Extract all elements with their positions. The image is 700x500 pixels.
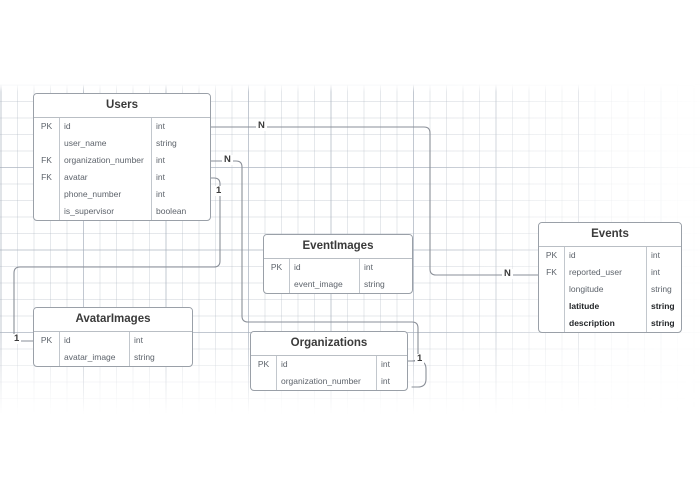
table-row[interactable]: PK id int xyxy=(264,259,412,276)
row-name: avatar_image xyxy=(60,349,130,366)
row-type: int xyxy=(156,155,165,165)
row-key xyxy=(34,349,60,366)
row-type: string xyxy=(651,284,672,294)
row-key xyxy=(539,315,565,332)
cardinality-users-avatar-1: 1 xyxy=(214,185,224,196)
row-key: PK xyxy=(539,247,565,264)
row-type: string xyxy=(364,279,385,289)
entity-title-events: Events xyxy=(539,223,681,247)
entity-table-avatarimages[interactable]: AvatarImages PK id int avatar_image stri… xyxy=(33,307,193,367)
row-key xyxy=(34,203,60,220)
table-row[interactable]: avatar_image string xyxy=(34,349,192,366)
row-key: FK xyxy=(539,264,565,281)
row-name: user_name xyxy=(60,135,152,152)
row-type: int xyxy=(381,376,390,386)
row-name: longitude xyxy=(565,281,647,298)
row-name: phone_number xyxy=(60,186,152,203)
table-row[interactable]: PK id int xyxy=(34,332,192,349)
entity-title-avatarimages: AvatarImages xyxy=(34,308,192,332)
entity-table-eventimages[interactable]: EventImages PK id int event_image string xyxy=(263,234,413,294)
row-type: int xyxy=(156,172,165,182)
entity-rows-events: PK id int FK reported_user int longitude… xyxy=(539,247,681,332)
connector-organizations-self xyxy=(407,360,427,388)
entity-title-users: Users xyxy=(34,94,210,118)
table-row[interactable]: FK avatar int xyxy=(34,169,210,186)
table-row[interactable]: phone_number int xyxy=(34,186,210,203)
row-name: description xyxy=(565,315,647,332)
row-type: int xyxy=(381,359,390,369)
row-type: int xyxy=(134,335,143,345)
row-key: PK xyxy=(34,118,60,135)
table-row[interactable]: PK id int xyxy=(539,247,681,264)
row-name: organization_number xyxy=(277,373,377,390)
cardinality-avatarimages-1: 1 xyxy=(12,333,22,344)
row-name: id xyxy=(290,259,360,276)
entity-table-events[interactable]: Events PK id int FK reported_user int lo… xyxy=(538,222,682,333)
entity-title-organizations: Organizations xyxy=(251,332,407,356)
row-type: string xyxy=(156,138,177,148)
row-key: PK xyxy=(251,356,277,373)
row-key xyxy=(539,281,565,298)
row-type: int xyxy=(651,250,660,260)
cardinality-events-reported-user-n: N xyxy=(502,268,513,279)
row-key xyxy=(251,373,277,390)
row-name: id xyxy=(277,356,377,373)
row-name: organization_number xyxy=(60,152,152,169)
row-type: int xyxy=(156,189,165,199)
row-name: event_image xyxy=(290,276,360,293)
table-row[interactable]: user_name string xyxy=(34,135,210,152)
row-type: string xyxy=(651,318,675,328)
row-key xyxy=(34,135,60,152)
entity-rows-users: PK id int user_name string FK organizati… xyxy=(34,118,210,220)
cardinality-organizations-1: 1 xyxy=(415,353,425,364)
row-type: int xyxy=(651,267,660,277)
table-row[interactable]: PK id int xyxy=(251,356,407,373)
table-row[interactable]: FK reported_user int xyxy=(539,264,681,281)
row-name: reported_user xyxy=(565,264,647,281)
table-row[interactable]: description string xyxy=(539,315,681,332)
entity-title-eventimages: EventImages xyxy=(264,235,412,259)
cardinality-users-organizations-n: N xyxy=(222,154,233,165)
table-row[interactable]: event_image string xyxy=(264,276,412,293)
row-key: FK xyxy=(34,169,60,186)
row-key xyxy=(539,298,565,315)
row-type: int xyxy=(364,262,373,272)
entity-rows-eventimages: PK id int event_image string xyxy=(264,259,412,293)
row-name: id xyxy=(60,118,152,135)
entity-table-users[interactable]: Users PK id int user_name string FK orga… xyxy=(33,93,211,221)
row-type: string xyxy=(134,352,155,362)
row-key: FK xyxy=(34,152,60,169)
row-type: string xyxy=(651,301,675,311)
row-name: latitude xyxy=(565,298,647,315)
table-row[interactable]: PK id int xyxy=(34,118,210,135)
entity-table-organizations[interactable]: Organizations PK id int organization_num… xyxy=(250,331,408,391)
row-name: id xyxy=(60,332,130,349)
entity-rows-avatarimages: PK id int avatar_image string xyxy=(34,332,192,366)
table-row[interactable]: is_supervisor boolean xyxy=(34,203,210,220)
entity-rows-organizations: PK id int organization_number int xyxy=(251,356,407,390)
row-key: PK xyxy=(34,332,60,349)
row-name: avatar xyxy=(60,169,152,186)
row-name: is_supervisor xyxy=(60,203,152,220)
table-row[interactable]: longitude string xyxy=(539,281,681,298)
row-name: id xyxy=(565,247,647,264)
table-row[interactable]: FK organization_number int xyxy=(34,152,210,169)
table-row[interactable]: organization_number int xyxy=(251,373,407,390)
row-key xyxy=(264,276,290,293)
cardinality-users-events-n: N xyxy=(256,120,267,131)
row-key xyxy=(34,186,60,203)
row-key: PK xyxy=(264,259,290,276)
table-row[interactable]: latitude string xyxy=(539,298,681,315)
row-type: boolean xyxy=(156,206,187,216)
row-type: int xyxy=(156,121,165,131)
